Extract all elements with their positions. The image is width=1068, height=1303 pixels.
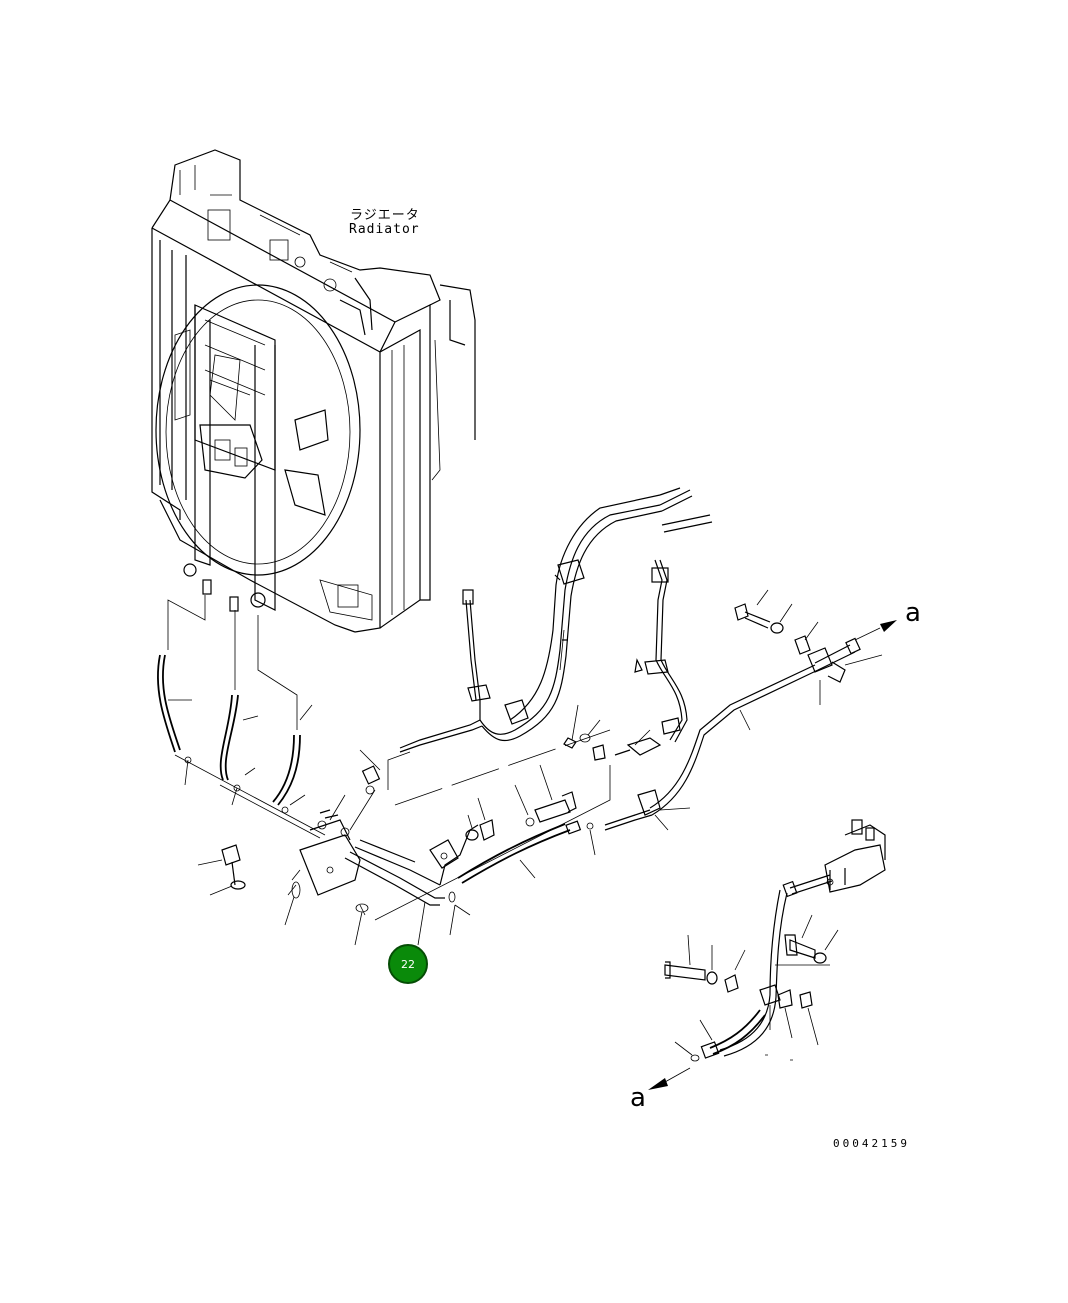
callout-number: 22 <box>401 957 415 971</box>
radiator-label-en: Radiator <box>349 222 420 237</box>
clamp-icon <box>734 589 819 655</box>
hydraulic-hose-icon <box>157 595 326 839</box>
arrow-a-icon <box>854 620 897 641</box>
washer-icon <box>465 764 577 841</box>
arrow-a-icon <box>648 1067 691 1090</box>
radiator-assembly-icon <box>151 149 476 633</box>
valve-block-icon <box>664 819 886 1062</box>
bolt-icon <box>197 844 246 896</box>
callout-leader <box>417 901 426 946</box>
part-callout-22[interactable]: 22 <box>388 944 428 984</box>
reference-mark-a-top: a <box>905 598 921 628</box>
drawing-number: 00042159 <box>833 1137 910 1150</box>
hydraulic-hose-icon <box>374 487 713 921</box>
tube-assembly-icon <box>344 637 883 936</box>
radiator-label-jp: ラジエータ <box>350 208 420 223</box>
valve-block-icon <box>284 749 381 946</box>
reference-mark-a-bottom: a <box>630 1083 646 1113</box>
